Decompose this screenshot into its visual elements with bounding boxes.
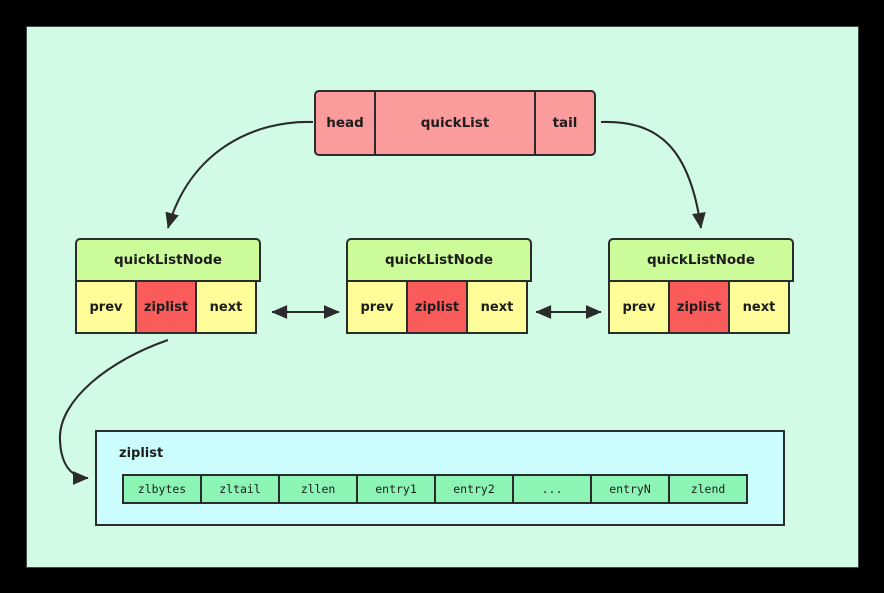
quicklistnode-2-prev[interactable]: prev: [346, 280, 408, 334]
quicklist-tail-label: tail: [552, 115, 578, 131]
ziplist-cell-zlend[interactable]: zlend: [668, 474, 748, 504]
quicklist-struct: head quickList tail: [314, 90, 600, 156]
ziplist-cell-zlbytes[interactable]: zlbytes: [122, 474, 202, 504]
ziplist-cell-entryN[interactable]: entryN: [590, 474, 670, 504]
ziplist-cell-ellipsis[interactable]: ...: [512, 474, 592, 504]
quicklist-name-field[interactable]: quickList: [374, 90, 536, 156]
quicklistnode-2-title: quickListNode: [346, 238, 532, 282]
ziplist-detail-panel: ziplist zlbytes zltail zllen entry1 entr…: [95, 430, 785, 526]
quicklist-head-label: head: [326, 115, 364, 131]
quicklistnode-3-prev[interactable]: prev: [608, 280, 670, 334]
quicklistnode-1-fields: prev ziplist next: [75, 280, 261, 334]
ziplist-detail-label: ziplist: [119, 446, 164, 461]
ziplist-cell-entry2[interactable]: entry2: [434, 474, 514, 504]
quicklistnode-3[interactable]: quickListNode prev ziplist next: [608, 238, 794, 348]
ziplist-cell-zllen[interactable]: zllen: [278, 474, 358, 504]
quicklistnode-3-next[interactable]: next: [728, 280, 790, 334]
quicklistnode-3-ziplist[interactable]: ziplist: [668, 280, 730, 334]
quicklistnode-3-fields: prev ziplist next: [608, 280, 794, 334]
quicklist-head-field[interactable]: head: [314, 90, 376, 156]
quicklistnode-3-title: quickListNode: [608, 238, 794, 282]
quicklistnode-2-next[interactable]: next: [466, 280, 528, 334]
ziplist-cell-entry1[interactable]: entry1: [356, 474, 436, 504]
quicklist-name-label: quickList: [420, 115, 490, 131]
quicklistnode-1-ziplist[interactable]: ziplist: [135, 280, 197, 334]
ziplist-cell-row: zlbytes zltail zllen entry1 entry2 ... e…: [122, 474, 748, 504]
quicklistnode-1-next[interactable]: next: [195, 280, 257, 334]
quicklistnode-2[interactable]: quickListNode prev ziplist next: [346, 238, 532, 348]
quicklistnode-2-ziplist[interactable]: ziplist: [406, 280, 468, 334]
ziplist-cell-zltail[interactable]: zltail: [200, 474, 280, 504]
quicklistnode-1[interactable]: quickListNode prev ziplist next: [75, 238, 261, 348]
quicklist-tail-field[interactable]: tail: [534, 90, 596, 156]
quicklistnode-1-prev[interactable]: prev: [75, 280, 137, 334]
quicklistnode-1-title: quickListNode: [75, 238, 261, 282]
quicklistnode-2-fields: prev ziplist next: [346, 280, 532, 334]
